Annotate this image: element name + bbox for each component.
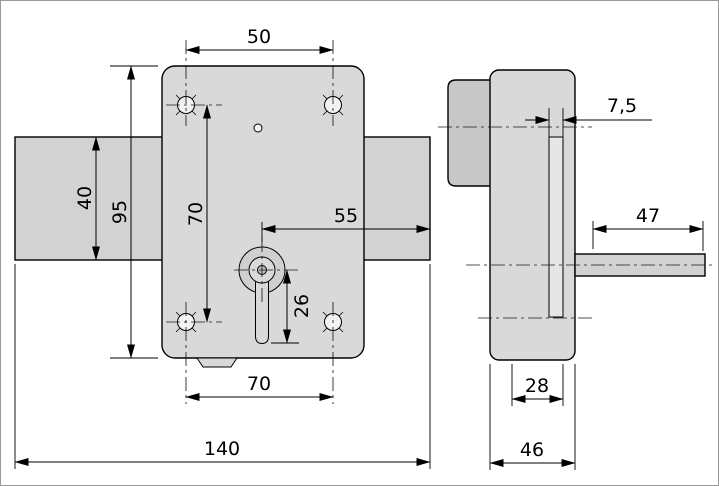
- side-faceplate: [548, 136, 564, 318]
- dimension-top-hole-spacing-label: 50: [247, 26, 271, 48]
- lock-plate: [161, 65, 365, 359]
- dimension-hole-spacing-vertical-label: 70: [185, 202, 207, 226]
- dimension-keyhole-slot-label: 26: [291, 294, 313, 318]
- front-view: 50 95 40 70 55 26 70 140: [14, 26, 431, 469]
- dimension-inner-depth-label: 28: [525, 375, 549, 397]
- dimension-body-depth-label: 46: [520, 439, 544, 461]
- dimension-keyhole-to-bolt-tip-label: 55: [334, 205, 358, 227]
- dimension-shaft-length-label: 47: [636, 205, 660, 227]
- dimension-faceplate-thickness-label: 7,5: [607, 95, 637, 117]
- screw-hole-top-right: [322, 94, 344, 116]
- plate-bottom-tab: [196, 357, 238, 368]
- pilot-hole: [253, 123, 263, 133]
- side-bolt-block: [447, 79, 493, 187]
- keyhole-slot: [255, 271, 269, 345]
- side-view: 7,5 47 28 46: [438, 69, 712, 470]
- dimension-bolt-width-label: 40: [74, 186, 96, 210]
- dimension-bottom-hole-spacing-label: 70: [247, 373, 271, 395]
- dimension-plate-height-label: 95: [109, 200, 131, 224]
- dimension-overall-length-label: 140: [204, 438, 240, 460]
